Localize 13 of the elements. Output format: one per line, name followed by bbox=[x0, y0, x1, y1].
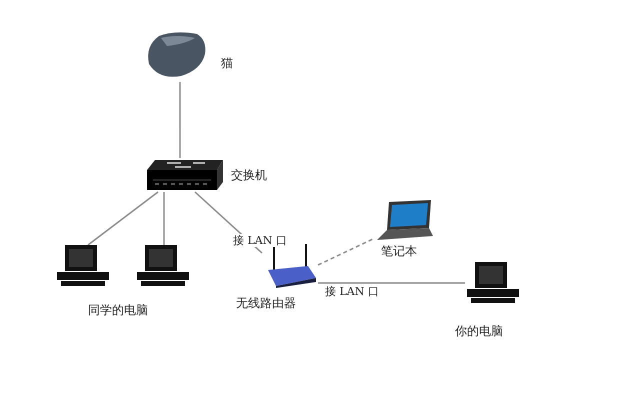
device-label: 无线路由器 bbox=[236, 296, 296, 310]
cable-line bbox=[88, 191, 158, 246]
cable-line bbox=[163, 192, 165, 245]
device-label: 交换机 bbox=[231, 168, 267, 182]
wireless-link bbox=[318, 237, 376, 266]
cable-line bbox=[318, 282, 465, 284]
device-label: 同学的电脑 bbox=[88, 303, 148, 317]
cable-line bbox=[179, 82, 181, 158]
device-label: 猫 bbox=[221, 56, 233, 70]
device-label: 你的电脑 bbox=[455, 324, 503, 338]
edge-label: 接 LAN 口 bbox=[324, 285, 380, 298]
edge-label: 接 LAN 口 bbox=[232, 234, 288, 247]
device-label: 笔记本 bbox=[381, 244, 417, 258]
